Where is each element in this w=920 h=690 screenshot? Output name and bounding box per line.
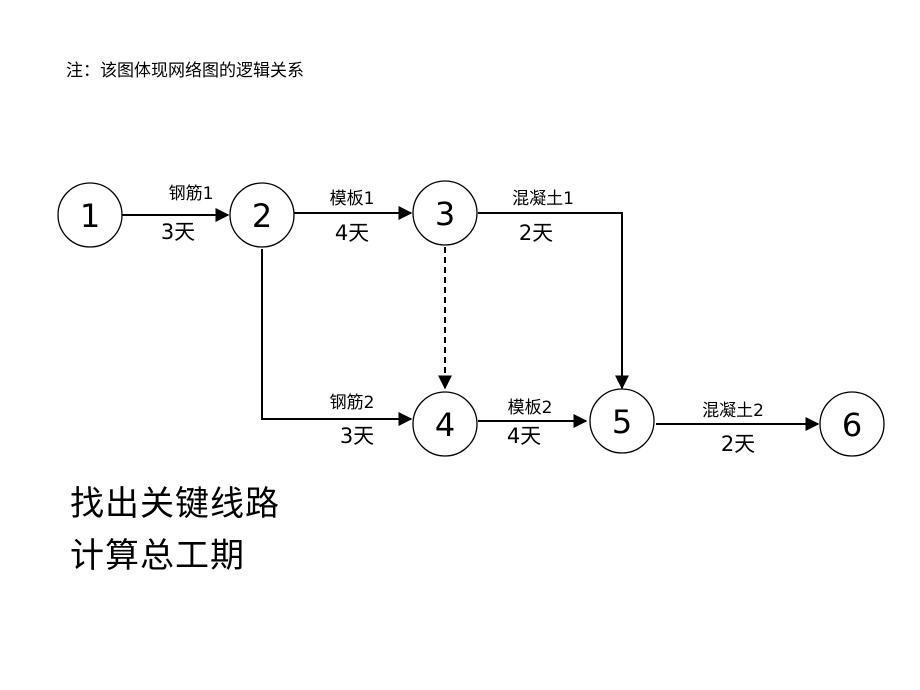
node-4: 4: [412, 391, 478, 457]
task-critical-path: 找出关键线路: [70, 484, 280, 524]
node-4-label: 4: [435, 406, 455, 444]
activity-duration-1-2: 3天: [161, 220, 195, 244]
node-3: 3: [412, 180, 478, 246]
activity-duration-3-5: 2天: [519, 221, 553, 245]
activity-duration-2-3: 4天: [335, 221, 369, 245]
node-1-label: 1: [80, 197, 100, 235]
activity-name-2-3: 模板1: [330, 189, 375, 209]
activity-name-2-4: 钢筋2: [330, 393, 375, 413]
node-3-label: 3: [435, 195, 455, 233]
node-1: 1: [57, 182, 123, 248]
node-5: 5: [589, 388, 655, 454]
node-2-label: 2: [252, 197, 272, 235]
node-6: 6: [819, 391, 885, 457]
activity-name-5-6: 混凝土2: [702, 401, 764, 421]
node-6-label: 6: [842, 406, 862, 444]
edge-3-5: [478, 212, 629, 390]
activity-duration-2-4: 3天: [340, 424, 374, 448]
activity-name-1-2: 钢筋1: [169, 184, 214, 204]
diagram-note: 注：该图体现网络图的逻辑关系: [66, 61, 304, 81]
edge-2-4: [261, 249, 413, 426]
activity-name-4-5: 模板2: [508, 398, 553, 418]
node-2: 2: [229, 182, 295, 248]
activity-name-3-5: 混凝土1: [512, 189, 574, 209]
activity-duration-4-5: 4天: [507, 424, 541, 448]
task-total-duration: 计算总工期: [70, 536, 245, 576]
node-5-label: 5: [612, 403, 632, 441]
activity-duration-5-6: 2天: [721, 432, 755, 456]
